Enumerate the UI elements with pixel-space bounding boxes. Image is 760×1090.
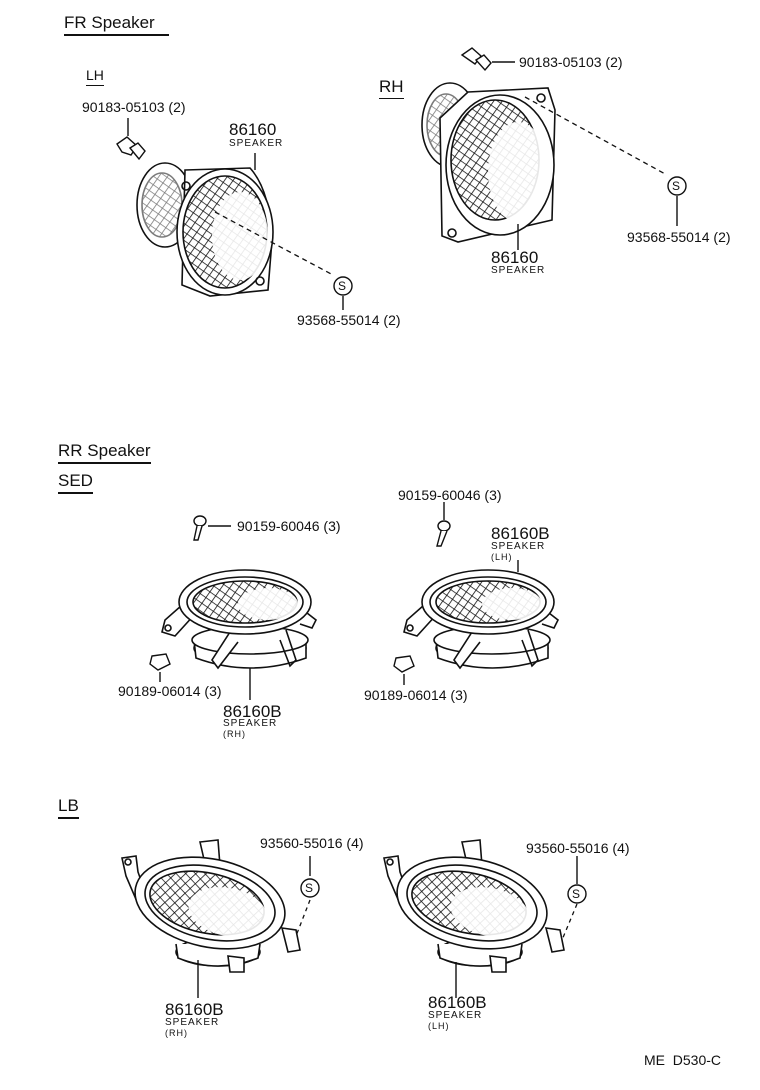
fr-lh-screw-part-number: 93568-55014 (2) <box>297 312 401 328</box>
lb-left-speaker-name: SPEAKER <box>165 1017 220 1028</box>
fr-lh-clip-icon <box>117 137 145 159</box>
sed-left-screw-part-number: 90159-60046 (3) <box>237 518 341 534</box>
rr-lb-heading: LB <box>58 797 79 819</box>
fr-rh-speaker-part-number: 86160 <box>491 248 539 267</box>
sed-right-speaker <box>404 570 558 668</box>
fr-lh-side-label: LH <box>86 68 104 86</box>
lb-right-screw-part-number: 93560-55016 (4) <box>526 840 630 856</box>
sed-right-speaker-name: SPEAKER <box>491 541 546 552</box>
fr-lh-speaker-name: SPEAKER <box>229 138 284 149</box>
fr-rh-speaker-name: SPEAKER <box>491 265 546 276</box>
sed-right-speaker-side: (LH) <box>491 552 513 562</box>
rr-sed-heading: SED <box>58 472 93 494</box>
screw-marker-label: S <box>305 881 314 895</box>
sed-right-screw-part-number: 90159-60046 (3) <box>398 487 502 503</box>
lb-right-speaker <box>384 840 564 972</box>
sed-left-speaker-side: (RH) <box>223 729 246 739</box>
fr-speaker-heading: FR Speaker <box>64 14 169 36</box>
sed-left-screw-icon <box>194 516 206 540</box>
diagram-code: ME D530-C <box>644 1052 722 1068</box>
lb-right-speaker-part-number: 86160B <box>428 993 487 1012</box>
fr-rh-clip-icon <box>462 48 491 70</box>
lb-right-speaker-name: SPEAKER <box>428 1010 483 1021</box>
sed-right-screw-icon <box>437 521 450 546</box>
sed-left-speaker <box>162 570 316 668</box>
screw-marker-label: S <box>672 179 681 193</box>
screw-marker-icon <box>301 177 686 903</box>
sed-left-speaker-name: SPEAKER <box>223 718 278 729</box>
sed-right-speaker-part-number: 86160B <box>491 524 550 543</box>
fr-lh-speaker-part-number: 86160 <box>229 120 277 139</box>
sed-right-clip-icon <box>394 656 414 672</box>
sed-left-clip-part-number: 90189-06014 (3) <box>118 683 222 699</box>
sed-left-speaker-part-number: 86160B <box>223 702 282 721</box>
fr-rh-clip-part-number: 90183-05103 (2) <box>519 54 623 70</box>
rr-speaker-heading: RR Speaker <box>58 442 151 464</box>
screw-marker-label: S <box>572 887 581 901</box>
fr-lh-clip-part-number: 90183-05103 (2) <box>82 99 186 115</box>
sed-right-clip-part-number: 90189-06014 (3) <box>364 687 468 703</box>
lb-right-speaker-side: (LH) <box>428 1021 450 1031</box>
fr-rh-side-label: RH <box>379 78 404 99</box>
fr-rh-screw-part-number: 93568-55014 (2) <box>627 229 731 245</box>
fr-rh-speaker <box>422 83 555 242</box>
lb-left-speaker-side: (RH) <box>165 1028 188 1038</box>
fr-lh-speaker <box>137 163 273 296</box>
sed-left-clip-icon <box>150 654 170 670</box>
lb-left-screw-part-number: 93560-55016 (4) <box>260 835 364 851</box>
screw-marker-label: S <box>338 279 347 293</box>
lb-left-speaker <box>122 840 300 972</box>
lb-left-speaker-part-number: 86160B <box>165 1000 224 1019</box>
